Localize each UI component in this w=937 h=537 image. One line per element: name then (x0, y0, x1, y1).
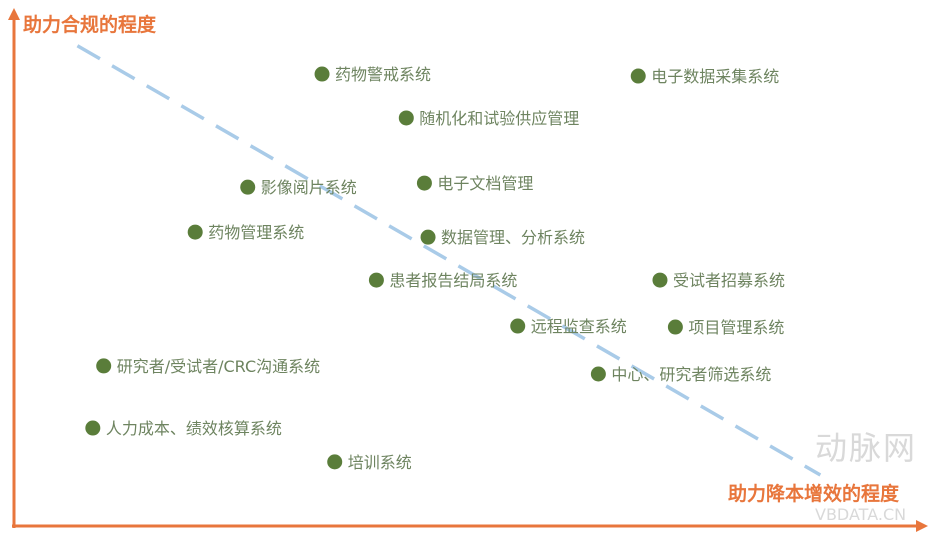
point-label: 电子文档管理 (437, 174, 533, 193)
point-marker (420, 229, 436, 245)
data-point: 药物警戒系统 (314, 65, 431, 84)
point-marker (510, 318, 526, 334)
point-marker (85, 420, 101, 436)
point-label: 中心、研究者筛选系统 (611, 365, 771, 384)
point-marker (667, 319, 683, 335)
point-marker (416, 175, 432, 191)
point-marker (590, 366, 606, 382)
point-marker (630, 68, 646, 84)
data-point: 人力成本、绩效核算系统 (85, 419, 282, 438)
watermark-cn: 动脉网 (815, 429, 918, 467)
point-label: 药物管理系统 (208, 223, 304, 242)
point-label: 远程监查系统 (531, 317, 627, 336)
data-point: 患者报告结局系统 (368, 271, 517, 290)
y-axis-arrow (8, 8, 20, 20)
point-label: 药物警戒系统 (335, 65, 431, 84)
data-point: 影像阅片系统 (240, 178, 357, 197)
trend-line (76, 44, 822, 477)
data-point: 数据管理、分析系统 (420, 228, 585, 247)
point-label: 电子数据采集系统 (651, 67, 779, 86)
point-label: 人力成本、绩效核算系统 (106, 419, 282, 438)
data-point: 培训系统 (327, 453, 412, 472)
point-label: 项目管理系统 (688, 318, 784, 337)
data-point: 电子文档管理 (416, 174, 533, 193)
point-marker (96, 358, 112, 374)
point-label: 数据管理、分析系统 (441, 228, 585, 247)
point-marker (368, 272, 384, 288)
x-axis-title: 助力降本增效的程度 (728, 483, 900, 505)
data-point: 电子数据采集系统 (630, 67, 779, 86)
point-label: 受试者招募系统 (673, 271, 785, 290)
point-label: 影像阅片系统 (261, 178, 357, 197)
data-point: 项目管理系统 (667, 318, 784, 337)
data-point: 随机化和试验供应管理 (398, 109, 579, 128)
point-marker (327, 454, 343, 470)
data-point: 中心、研究者筛选系统 (590, 365, 771, 384)
data-point: 受试者招募系统 (652, 271, 785, 290)
point-label: 培训系统 (348, 453, 412, 472)
point-label: 随机化和试验供应管理 (419, 109, 579, 128)
point-label: 研究者/受试者/CRC沟通系统 (117, 357, 320, 376)
point-marker (652, 272, 668, 288)
y-axis-title: 助力合规的程度 (23, 14, 157, 36)
data-point: 药物管理系统 (187, 223, 304, 242)
point-marker (398, 110, 414, 126)
point-marker (314, 66, 330, 82)
data-point: 远程监查系统 (510, 317, 627, 336)
point-marker (187, 224, 203, 240)
point-marker (240, 179, 256, 195)
point-label: 患者报告结局系统 (389, 271, 517, 290)
x-axis-arrow (916, 520, 928, 532)
data-point: 研究者/受试者/CRC沟通系统 (96, 357, 320, 376)
watermark-en: VBDATA.CN (815, 505, 907, 524)
